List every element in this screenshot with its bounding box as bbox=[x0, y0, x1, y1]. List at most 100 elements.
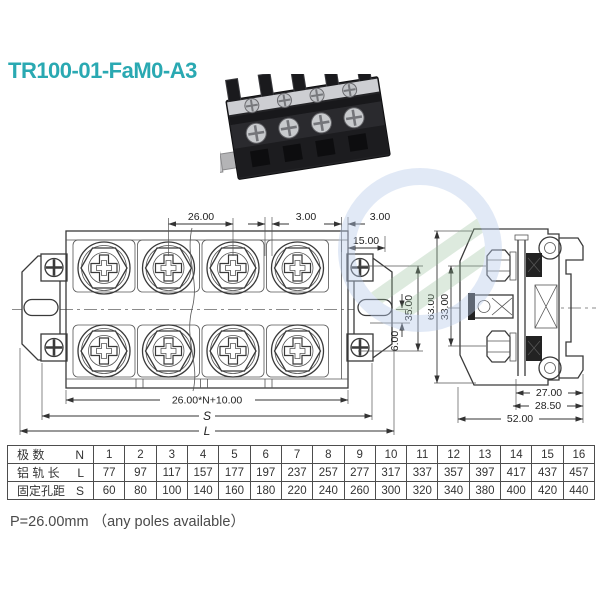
right-dimensions: 15.00 35.00 6.00 bbox=[347, 235, 423, 352]
front-view-drawing: 26.00 3.00 3.00 15.00 35.00 6.00 bbox=[12, 211, 423, 438]
left-slot bbox=[23, 298, 59, 317]
table-cell: 420 bbox=[531, 481, 564, 500]
bracket-screw bbox=[43, 337, 65, 358]
page-title: TR100-01-FaM0-A3 bbox=[8, 58, 197, 83]
row-symbol: S bbox=[75, 483, 84, 498]
table-cell: 337 bbox=[406, 463, 439, 482]
table-cell: 457 bbox=[562, 463, 596, 482]
bracket-screw bbox=[43, 257, 65, 278]
table-cell: 13 bbox=[468, 445, 502, 464]
table-cell: 14 bbox=[500, 445, 533, 464]
table-cell: 7 bbox=[280, 445, 314, 464]
table-cell: 77 bbox=[92, 463, 126, 482]
table-cell: 437 bbox=[531, 463, 564, 482]
din-rail-profile bbox=[559, 237, 584, 379]
terminal-body bbox=[65, 227, 349, 392]
left-bracket bbox=[21, 253, 68, 362]
dimension-label: 33.00 bbox=[439, 294, 451, 320]
row-header: 固定孔距 S bbox=[7, 481, 94, 500]
table-cell: 15 bbox=[531, 445, 564, 464]
hex-bolt-bottom bbox=[486, 330, 517, 363]
row-symbol: L bbox=[77, 465, 84, 480]
dimension-label: 3.00 bbox=[296, 211, 317, 223]
hex-bolt-top bbox=[486, 249, 517, 282]
dimension-label: 26.00*N+10.00 bbox=[172, 395, 243, 407]
row-header-content: 固定孔距 S bbox=[9, 483, 93, 499]
pole-cells bbox=[72, 239, 329, 378]
table-cell: 8 bbox=[312, 445, 345, 464]
dimension-label: 63.00 bbox=[428, 294, 437, 320]
row-symbol: N bbox=[75, 447, 84, 462]
table-cell: 317 bbox=[374, 463, 408, 482]
table-cell: 240 bbox=[312, 481, 345, 500]
bracket-screw bbox=[349, 337, 371, 358]
table-cell: 1 bbox=[92, 445, 126, 464]
dimension-label: 3.00 bbox=[370, 211, 391, 223]
table-cell: 140 bbox=[186, 481, 220, 500]
row-label: 铝 轨 长 bbox=[17, 466, 60, 480]
top-dimensions: 26.00 3.00 3.00 bbox=[168, 211, 391, 256]
table-cell: 100 bbox=[155, 481, 188, 500]
dimension-label: 15.00 bbox=[353, 235, 379, 247]
table-cell: 260 bbox=[343, 481, 376, 500]
table-cell: 117 bbox=[155, 463, 188, 482]
table-cell: 440 bbox=[562, 481, 596, 500]
table-cell: 177 bbox=[218, 463, 251, 482]
break-line bbox=[189, 227, 196, 392]
right-slot bbox=[357, 298, 393, 317]
clamp-strip bbox=[227, 78, 380, 116]
mount-assembly bbox=[468, 293, 514, 320]
table-cell: 2 bbox=[124, 445, 157, 464]
side-body bbox=[459, 228, 584, 386]
table-cell: 9 bbox=[343, 445, 376, 464]
dimension-label: 27.00 bbox=[536, 387, 562, 399]
upper-screws bbox=[244, 82, 358, 114]
dimension-label: L bbox=[204, 424, 211, 438]
table-cell: 400 bbox=[500, 481, 533, 500]
table-cell: 417 bbox=[500, 463, 533, 482]
table-cell: 277 bbox=[343, 463, 376, 482]
table-cell: 220 bbox=[280, 481, 314, 500]
table-cell: 180 bbox=[249, 481, 282, 500]
side-view-drawing: 63.00 33.00 27.00 28.50 52.00 bbox=[428, 228, 596, 425]
table-cell: 60 bbox=[92, 481, 126, 500]
table-cell: 237 bbox=[280, 463, 314, 482]
table-cell: 197 bbox=[249, 463, 282, 482]
table-cell: 257 bbox=[312, 463, 345, 482]
right-bracket bbox=[346, 253, 393, 362]
bottom-dimensions: 26.00*N+10.00 S L bbox=[19, 348, 395, 438]
side-dimensions: 63.00 33.00 27.00 28.50 52.00 bbox=[428, 230, 584, 425]
table-cell: 80 bbox=[124, 481, 157, 500]
table-cell: 12 bbox=[437, 445, 470, 464]
table-cell: 5 bbox=[218, 445, 251, 464]
row-label: 固定孔距 bbox=[17, 484, 66, 498]
table-cell: 380 bbox=[468, 481, 502, 500]
dimension-label: 26.00 bbox=[188, 211, 214, 223]
dimension-label: 35.00 bbox=[403, 295, 415, 321]
table-cell: 16 bbox=[562, 445, 596, 464]
table-cell: 357 bbox=[437, 463, 470, 482]
table-cell: 10 bbox=[374, 445, 408, 464]
lower-screws bbox=[245, 107, 365, 144]
table-cell: 300 bbox=[374, 481, 408, 500]
dimension-label: S bbox=[203, 409, 211, 423]
table-cell: 340 bbox=[437, 481, 470, 500]
table-cell: 97 bbox=[124, 463, 157, 482]
row-label: 极 数 bbox=[17, 448, 45, 462]
product-photo bbox=[220, 74, 391, 180]
terminal-block-photo bbox=[220, 74, 391, 180]
table-cell: 157 bbox=[186, 463, 220, 482]
pitch-note: P=26.00mm （any poles available） bbox=[10, 514, 245, 530]
bracket-screw bbox=[349, 257, 371, 278]
table-cell: 3 bbox=[155, 445, 188, 464]
table-cell: 160 bbox=[218, 481, 251, 500]
